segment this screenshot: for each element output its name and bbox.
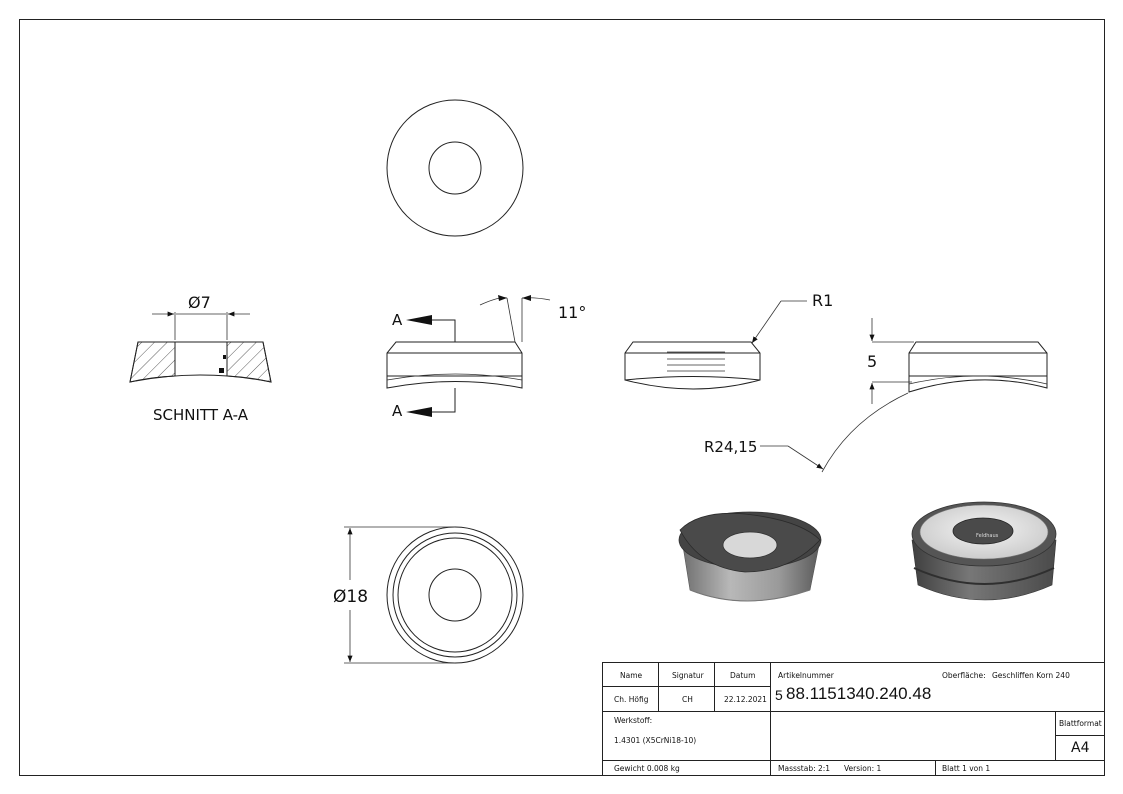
render-3d-top: Feldhaus — [911, 501, 1057, 601]
dim-edge-radius: R1 — [812, 291, 833, 310]
dim-bore-diameter: Ø7 — [188, 293, 211, 312]
tb-date-value: 22.12.2021 — [724, 695, 767, 704]
tb-signature-value: CH — [682, 695, 693, 704]
front-view: A A 11° — [386, 295, 586, 420]
dim-angle: 11° — [558, 303, 586, 322]
tb-header-name: Name — [620, 671, 643, 680]
side-view: R1 — [624, 291, 833, 390]
tb-surface-label: Oberfläche: — [942, 671, 986, 680]
tb-material-label: Werkstoff: — [614, 716, 652, 725]
bottom-view: Ø18 — [333, 526, 524, 664]
tb-article-number: 88.1151340.240.48 — [786, 684, 931, 703]
tb-format-label: Blattformat — [1059, 719, 1102, 728]
tb-header-date: Datum — [730, 671, 755, 680]
render-engraving: Feldhaus — [976, 533, 999, 539]
tb-sheet: Blatt 1 von 1 — [942, 764, 990, 773]
dim-bottom-radius: R24,15 — [704, 438, 757, 456]
section-a-a-view: Ø7 SCHNITT A-A — [129, 293, 272, 424]
tb-header-signature: Signatur — [672, 671, 705, 680]
dim-outer-diameter: Ø18 — [333, 587, 368, 607]
tb-scale: Massstab: 2:1 — [778, 764, 830, 773]
title-block: Name Signatur Datum Ch. Höfig CH 22.12.2… — [602, 662, 1105, 776]
tb-surface-value: Geschliffen Korn 240 — [992, 671, 1070, 680]
section-marker-bottom: A — [392, 402, 403, 420]
sheet-border — [19, 19, 1105, 776]
dim-height: 5 — [867, 352, 877, 371]
tb-name-value: Ch. Höfig — [614, 695, 649, 704]
top-view — [386, 99, 524, 237]
render-3d-bottom — [678, 511, 822, 602]
section-marker-top: A — [392, 311, 403, 329]
tb-material-value: 1.4301 (X5CrNi18-10) — [614, 736, 696, 745]
tb-article-number-prefix: 5 — [775, 687, 783, 703]
right-view: 5 R24,15 — [704, 318, 1048, 473]
section-caption: SCHNITT A-A — [153, 406, 249, 424]
tb-version: Version: 1 — [844, 764, 881, 773]
tb-format-value: A4 — [1071, 740, 1090, 756]
tb-article-label: Artikelnummer — [778, 671, 835, 680]
tb-weight: Gewicht 0.008 kg — [614, 764, 680, 773]
